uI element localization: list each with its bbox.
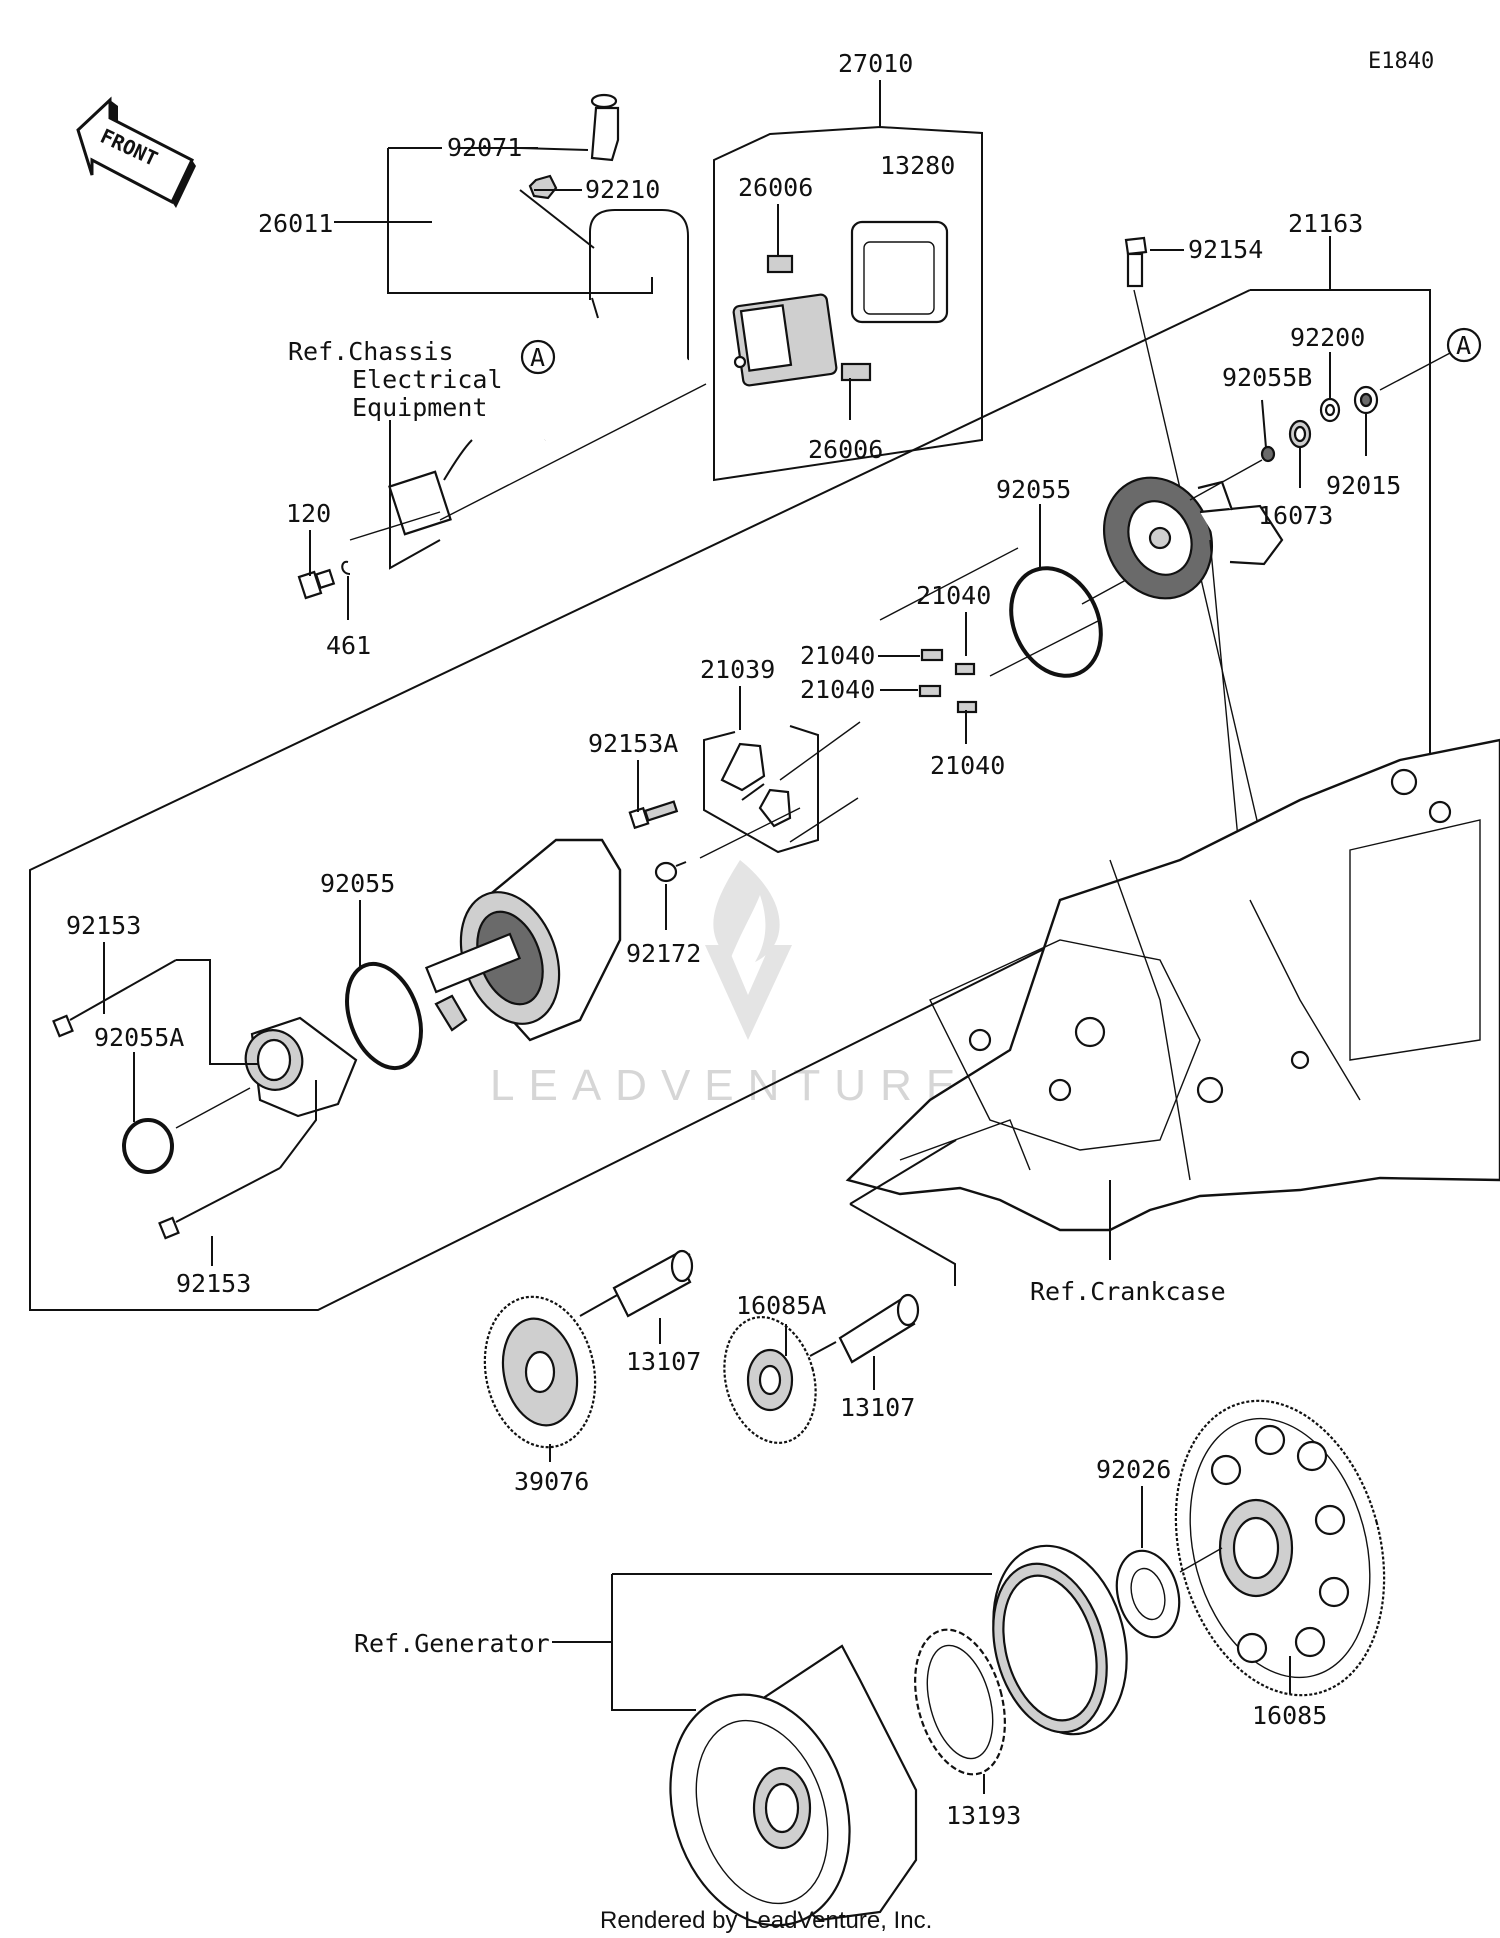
label-92154: 92154 — [1188, 235, 1263, 264]
label-461: 461 — [326, 631, 371, 660]
label-92153-top: 92153 — [66, 911, 141, 940]
screw-92172 — [654, 861, 687, 883]
callout-a-left-text: A — [530, 343, 545, 372]
label-92055B: 92055B — [1222, 363, 1312, 392]
bolt-92154 — [1124, 236, 1148, 288]
label-13107-a: 13107 — [626, 1347, 701, 1376]
nut-92210 — [528, 174, 558, 200]
label-21040-d: 21040 — [930, 751, 1005, 780]
ref-crankcase: Ref.Crankcase — [1030, 1277, 1226, 1306]
oring-92055-top — [1009, 566, 1103, 678]
label-21040-c: 21040 — [800, 675, 875, 704]
diagram-code: E1840 — [1368, 49, 1434, 74]
label-26011: 26011 — [258, 209, 333, 238]
label-16085A: 16085A — [736, 1291, 826, 1320]
label-16073: 16073 — [1258, 501, 1333, 530]
starter-motor-yoke — [424, 838, 622, 1042]
ref-chassis-line2: Electrical — [352, 365, 503, 394]
label-16085: 16085 — [1252, 1701, 1327, 1730]
brush-springs — [918, 648, 978, 714]
callout-a-right — [1446, 327, 1482, 363]
brush-holder — [703, 725, 819, 854]
callout-a-left — [520, 339, 556, 375]
label-92210: 92210 — [585, 175, 660, 204]
label-92026: 92026 — [1096, 1455, 1171, 1484]
screw-92153A — [628, 800, 679, 830]
washer-92200 — [1319, 397, 1341, 423]
label-92153A: 92153A — [588, 729, 678, 758]
label-92071: 92071 — [447, 133, 522, 162]
bolt-92153-top — [52, 959, 177, 1038]
relay-connector — [850, 220, 949, 324]
one-way-clutch — [914, 1628, 1006, 1776]
cable-terminal-cap — [590, 106, 620, 162]
starter-end-cover — [1102, 476, 1284, 600]
label-21163: 21163 — [1288, 209, 1363, 238]
nut-92015 — [1353, 385, 1379, 415]
fuse-bottom — [840, 362, 872, 382]
label-92055A: 92055A — [94, 1023, 184, 1052]
label-26006-top: 26006 — [738, 173, 813, 202]
chassis-connector — [388, 420, 473, 570]
label-26006-bottom: 26006 — [808, 435, 883, 464]
label-21040-b: 21040 — [800, 641, 875, 670]
footer-credit: Rendered by LeadVenture, Inc. — [600, 1907, 932, 1934]
washer-92026 — [1115, 1549, 1181, 1639]
label-92055-mid: 92055 — [320, 869, 395, 898]
starter-relay-group — [713, 107, 983, 482]
label-92055-top: 92055 — [996, 475, 1071, 504]
label-92153-bottom: 92153 — [176, 1269, 251, 1298]
washer-16073 — [1288, 419, 1312, 449]
label-27010: 27010 — [838, 49, 913, 78]
crankcase-outline — [845, 738, 1500, 1232]
starter-front-cover — [244, 1016, 358, 1118]
watermark-text: LEADVENTURE — [490, 1061, 969, 1110]
oring-92055B — [1260, 445, 1276, 463]
ref-generator: Ref.Generator — [354, 1629, 550, 1658]
generator-rotor — [669, 1644, 918, 1927]
starter-idle-gear-16085A — [723, 1316, 817, 1444]
label-21039: 21039 — [700, 655, 775, 684]
starter-clutch-outer — [992, 1544, 1128, 1736]
label-39076: 39076 — [514, 1467, 589, 1496]
bolt-92153-bottom — [158, 1167, 281, 1240]
label-92200: 92200 — [1290, 323, 1365, 352]
label-21040-a: 21040 — [916, 581, 991, 610]
shaft-13107-left — [612, 1249, 694, 1318]
ref-chassis-line3: Equipment — [352, 393, 487, 422]
watermark: LEADVENTURE — [490, 860, 969, 1110]
callout-a-right-text: A — [1456, 331, 1471, 360]
shaft-13107-right — [838, 1293, 920, 1364]
fuse-top — [766, 254, 794, 274]
starter-idle-gear-39076 — [483, 1295, 597, 1449]
starter-cable — [528, 93, 690, 443]
label-13280: 13280 — [880, 151, 955, 180]
oring-92055-mid — [345, 961, 423, 1071]
oring-92055A — [122, 1118, 174, 1174]
bolt-120 — [297, 568, 336, 600]
ref-chassis-line1: Ref.Chassis — [288, 337, 454, 366]
label-92172: 92172 — [626, 939, 701, 968]
starter-clutch-gear-16085 — [1174, 1399, 1386, 1697]
label-92015: 92015 — [1326, 471, 1401, 500]
label-120: 120 — [286, 499, 331, 528]
clip-461 — [341, 560, 351, 575]
label-13193: 13193 — [946, 1801, 1021, 1830]
label-13107-b: 13107 — [840, 1393, 915, 1422]
front-arrow-icon: FRONT — [76, 96, 196, 208]
